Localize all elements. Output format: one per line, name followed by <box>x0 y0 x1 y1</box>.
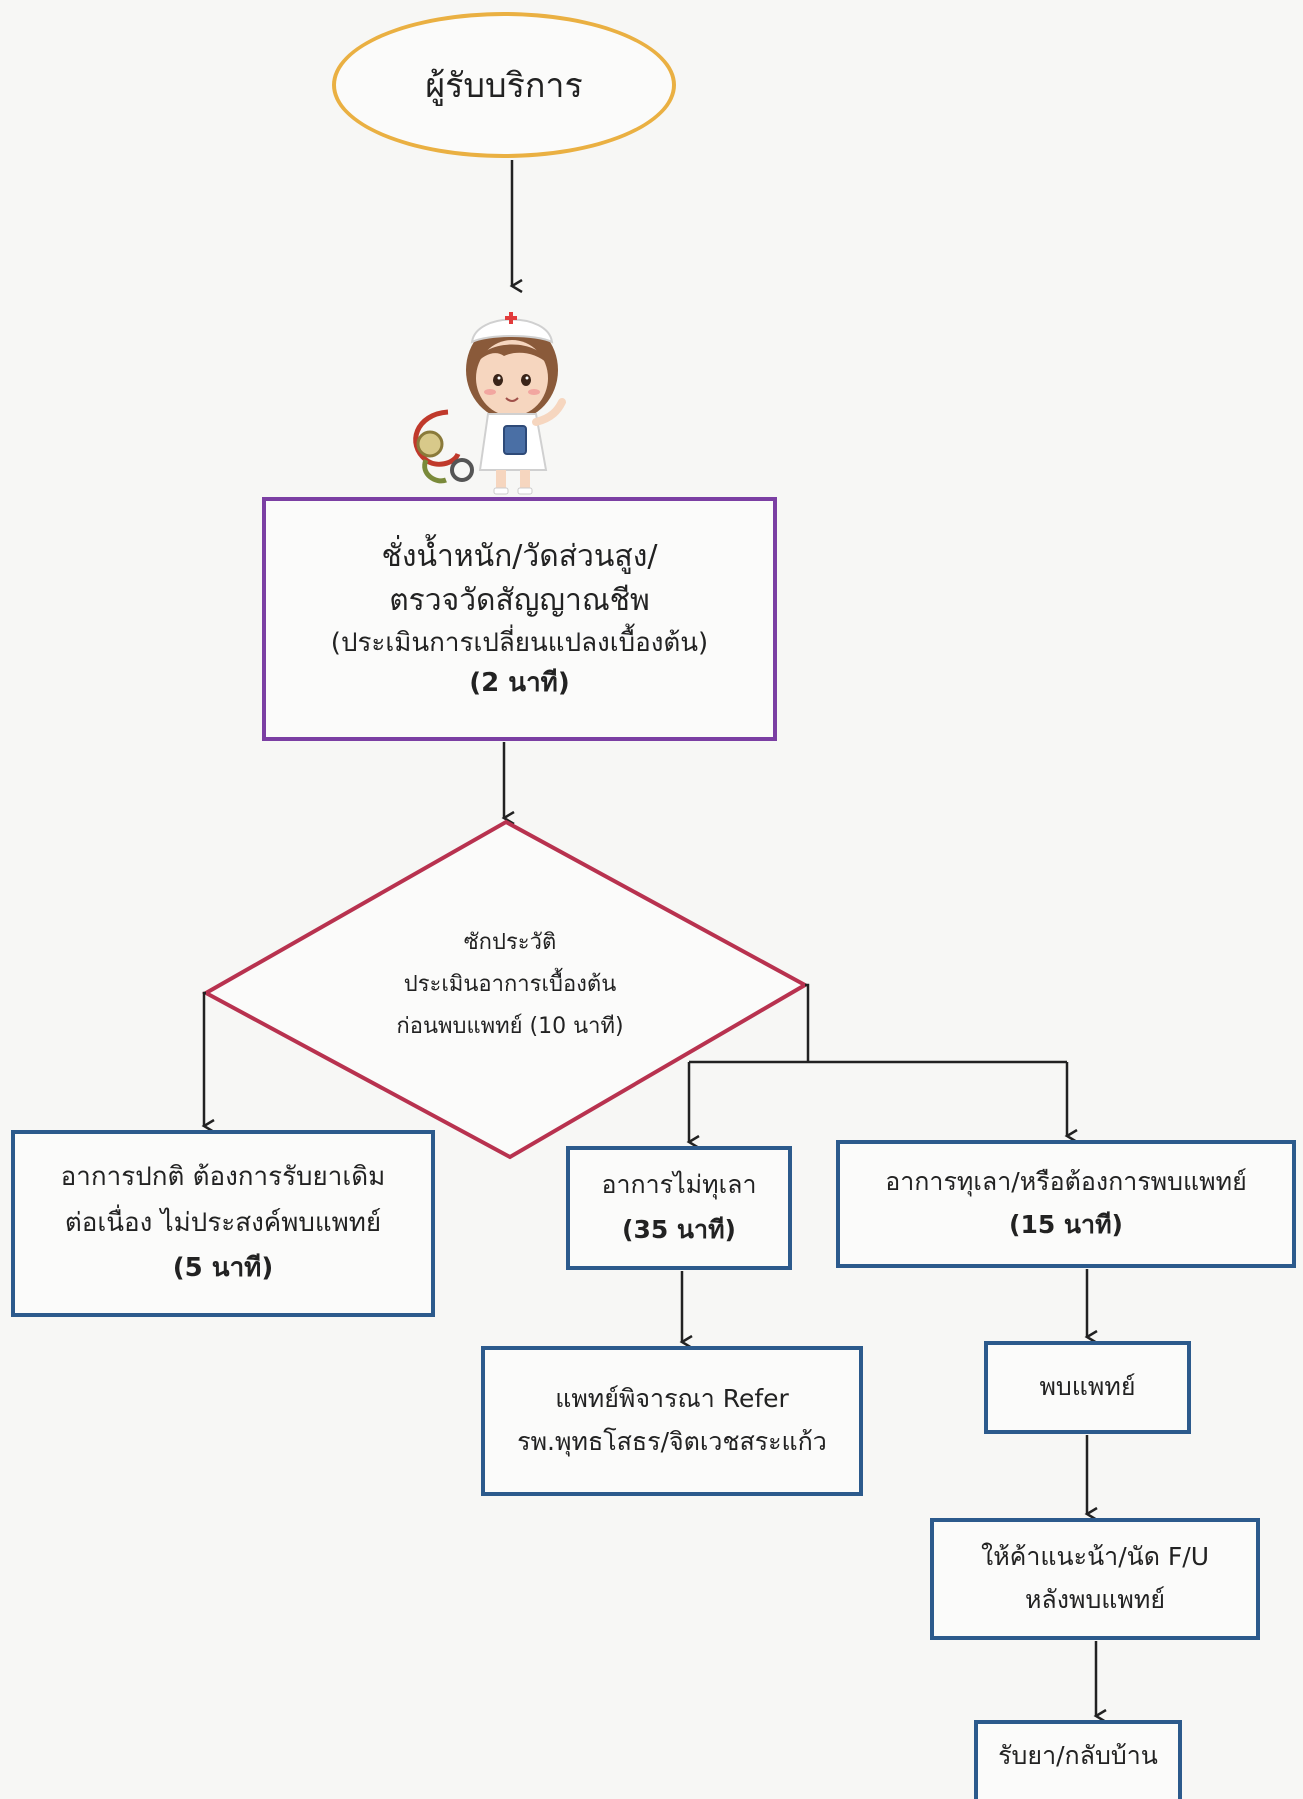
decision-line-1: ซักประวัติ <box>463 929 557 955</box>
improved-box: อาการทุเลา/หรือต้องการพบแพทย์ (15 นาที) <box>836 1140 1296 1268</box>
improved-label: อาการทุเลา/หรือต้องการพบแพทย์ <box>885 1167 1247 1197</box>
refer-line-1: แพทย์พิจารณา Refer <box>555 1384 789 1414</box>
normal-line-1: อาการปกติ ต้องการรับยาเดิม <box>60 1161 386 1192</box>
advice-line-2: หลังพบแพทย์ <box>1024 1585 1166 1614</box>
refer-line-2: รพ.พุทธโสธร/จิตเวชสระแก้ว <box>517 1427 827 1456</box>
start-label: ผู้รับบริการ <box>425 66 583 106</box>
vitals-line-3: (ประเมินการเปลี่ยนแปลงเบื้องต้น) <box>330 627 709 658</box>
start-terminal: ผู้รับบริการ <box>332 12 676 158</box>
normal-symptoms-box: อาการปกติ ต้องการรับยาเดิม ต่อเนื่อง ไม่… <box>11 1130 435 1317</box>
normal-line-2: ต่อเนื่อง ไม่ประสงค์พบแพทย์ <box>64 1207 382 1238</box>
not-improved-label: อาการไม่ทุเลา <box>601 1170 757 1200</box>
decision-text: ซักประวัติ ประเมินอาการเบื้องต้น ก่อนพบแ… <box>330 915 690 1055</box>
see-doctor-label: พบแพทย์ <box>1039 1372 1136 1402</box>
advice-line-1: ให้ค้าแนะน้า/นัด F/U <box>980 1542 1209 1572</box>
refer-box: แพทย์พิจารณา Refer รพ.พุทธโสธร/จิตเวชสระ… <box>481 1346 863 1496</box>
arrow-decision-to-normal <box>204 991 206 1126</box>
go-home-label: รับยา/กลับบ้าน <box>998 1741 1158 1770</box>
normal-time: (5 นาที) <box>172 1253 274 1284</box>
not-improved-box: อาการไม่ทุเลา (35 นาที) <box>566 1146 792 1270</box>
vitals-line-1: ชั่งน้ำหนัก/วัดส่วนสูง/ <box>381 538 658 574</box>
not-improved-time: (35 นาที) <box>622 1215 736 1244</box>
go-home-box: รับยา/กลับบ้าน <box>974 1720 1182 1799</box>
decision-diamond <box>201 819 810 1160</box>
improved-time: (15 นาที) <box>1009 1210 1123 1239</box>
see-doctor-box: พบแพทย์ <box>984 1341 1191 1434</box>
decision-line-3: ก่อนพบแพทย์ (10 นาที) <box>396 1014 624 1040</box>
decision-line-2: ประเมินอาการเบื้องต้น <box>403 971 617 997</box>
connector-decision-right <box>805 983 810 1062</box>
vitals-line-2: ตรวจวัดสัญญาณชีพ <box>389 583 650 619</box>
vitals-time: (2 นาที) <box>469 667 570 698</box>
advice-box: ให้ค้าแนะน้า/นัด F/U หลังพบแพทย์ <box>930 1518 1260 1640</box>
nurse-icon <box>413 312 566 495</box>
vitals-step-box: ชั่งน้ำหนัก/วัดส่วนสูง/ ตรวจวัดสัญญาณชีพ… <box>262 497 777 741</box>
